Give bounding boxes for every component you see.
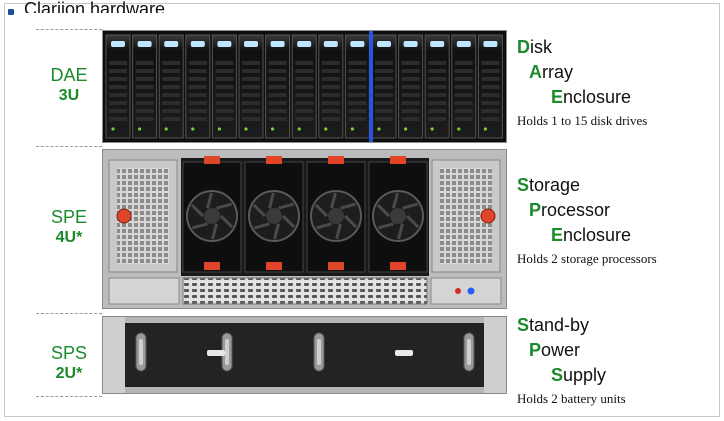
- sps-word-3: Supply: [551, 365, 607, 385]
- divider: [36, 313, 102, 314]
- disk-drive: [132, 34, 158, 139]
- slide-title: Clariion hardware: [24, 0, 166, 13]
- spe-word-2: Processor: [529, 200, 611, 220]
- spe-word-3: Enclosure: [551, 225, 632, 245]
- disk-drive: [318, 34, 344, 139]
- spe-word-1: Storage: [517, 175, 581, 195]
- disk-drive: [451, 34, 477, 139]
- fan-module: [182, 156, 242, 273]
- divider: [36, 146, 102, 147]
- dae-word-3: Enclosure: [551, 87, 632, 107]
- spe-label: SPE 4U*: [36, 206, 102, 248]
- dae-note: Holds 1 to 15 disk drives: [517, 113, 648, 128]
- fan-module: [244, 156, 304, 273]
- disk-drive: [185, 34, 211, 139]
- battery-handle: [135, 332, 147, 372]
- disk-drive: [477, 34, 503, 139]
- divider: [36, 396, 102, 397]
- sps-note: Holds 2 battery units: [517, 391, 626, 406]
- divider: [36, 29, 102, 30]
- dae-abbr: DAE: [50, 65, 88, 85]
- slide-frame: [4, 3, 720, 417]
- spe-abbr: SPE: [50, 207, 88, 227]
- sps-size: 2U*: [55, 365, 83, 382]
- disk-drive: [238, 34, 264, 139]
- battery-handle: [463, 332, 475, 372]
- disk-drive: [424, 34, 450, 139]
- dae-label: DAE 3U: [36, 64, 102, 106]
- sps-word-1: Stand-by: [517, 315, 590, 335]
- disk-drive: [158, 34, 184, 139]
- sps-description: Stand-by Power Supply Holds 2 battery un…: [517, 313, 717, 408]
- disk-drive: [398, 34, 424, 139]
- disk-drive: [105, 34, 131, 139]
- dae-word-2: Array: [529, 62, 573, 82]
- dae-description: Disk Array Enclosure Holds 1 to 15 disk …: [517, 35, 717, 130]
- disk-drive: [291, 34, 317, 139]
- sps-word-2: Power: [529, 340, 581, 360]
- spe-description: Storage Processor Enclosure Holds 2 stor…: [517, 173, 717, 268]
- battery-handle: [313, 332, 325, 372]
- dae-size: 3U: [58, 87, 80, 104]
- spe-size: 4U*: [55, 229, 83, 246]
- storage-processor-enclosure-photo: [102, 149, 507, 309]
- disk-drive: [344, 34, 370, 139]
- dae-word-1: Disk: [517, 37, 552, 57]
- disk-array-enclosure-photo: [102, 30, 507, 143]
- sps-label: SPS 2U*: [36, 342, 102, 384]
- battery-handle: [221, 332, 233, 372]
- disk-drive: [211, 34, 237, 139]
- standby-power-supply-photo: [102, 316, 507, 394]
- disk-drive: [371, 34, 397, 139]
- spe-note: Holds 2 storage processors: [517, 251, 657, 266]
- bullet-icon: [8, 9, 14, 15]
- disk-drive: [265, 34, 291, 139]
- sps-abbr: SPS: [50, 343, 88, 363]
- fan-module: [368, 156, 428, 273]
- fan-module: [306, 156, 366, 273]
